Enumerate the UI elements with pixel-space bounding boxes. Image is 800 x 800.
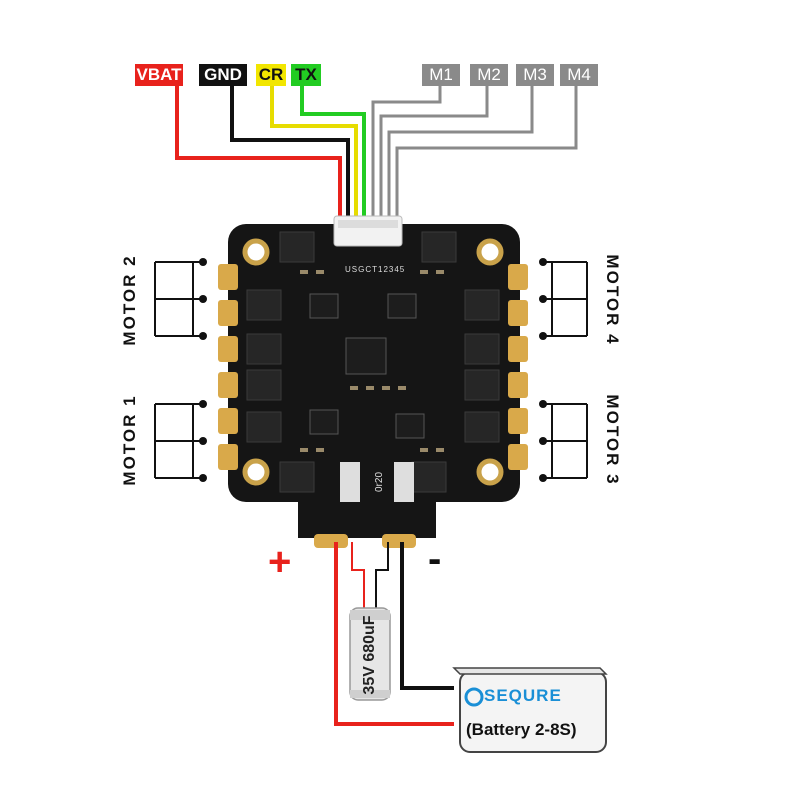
motor-1-bracket [154,403,203,479]
capacitor [349,607,391,701]
capacitor-negative-lead [375,542,389,610]
motor-2-bracket [154,261,203,337]
m4-wire [395,86,578,222]
battery-label: (Battery 2-8S) [466,720,577,739]
driver-ics [309,293,425,439]
cr-wire [270,86,358,222]
m4-label: M4 [560,64,598,86]
m2-wire [379,86,489,222]
positive-sign: + [268,540,292,584]
shunt-marking: 0r20 [374,472,385,492]
negative-sign: - [428,537,442,581]
m3-wire [387,86,534,222]
motor-3-bracket [543,403,588,479]
sequre-logo-icon [464,687,484,707]
vbat-label: VBAT [135,64,183,86]
battery-brand: SEQURE [484,686,562,705]
m1-label: M1 [422,64,460,86]
motor-3-label: MOTOR 3 [603,394,622,486]
capacitor-rating: 35V 680uF [361,615,378,695]
power-positive-wire [334,542,454,726]
mounting-holes [242,238,504,486]
tx-wire [300,86,366,222]
gnd-label: GND [199,64,247,86]
m3-label: M3 [516,64,554,86]
vbat-wire [175,86,342,222]
tx-label: TX [291,64,321,86]
motor-4-bracket [543,261,588,337]
signal-connector [333,215,403,247]
motor-2-label: MOTOR 2 [120,254,139,346]
gnd-wire [230,86,350,222]
capacitor-positive-lead [351,542,365,610]
motor-connection-dots [199,258,547,482]
motor-pads-right [508,264,528,470]
current-shunts [340,462,414,502]
connector-pin-labels: USGCT12345 [345,265,405,274]
battery-pack [452,667,608,753]
motor-4-label: MOTOR 4 [603,254,622,346]
passive-components [300,270,444,452]
power-pads [314,534,416,548]
esc-board [218,215,528,548]
m1-wire [371,86,442,222]
motor-pads-left [218,264,238,470]
mosfet-chips [246,231,500,493]
m2-label: M2 [470,64,508,86]
power-negative-wire [400,542,454,690]
motor-1-label: MOTOR 1 [120,394,139,486]
cr-label: CR [256,64,286,86]
